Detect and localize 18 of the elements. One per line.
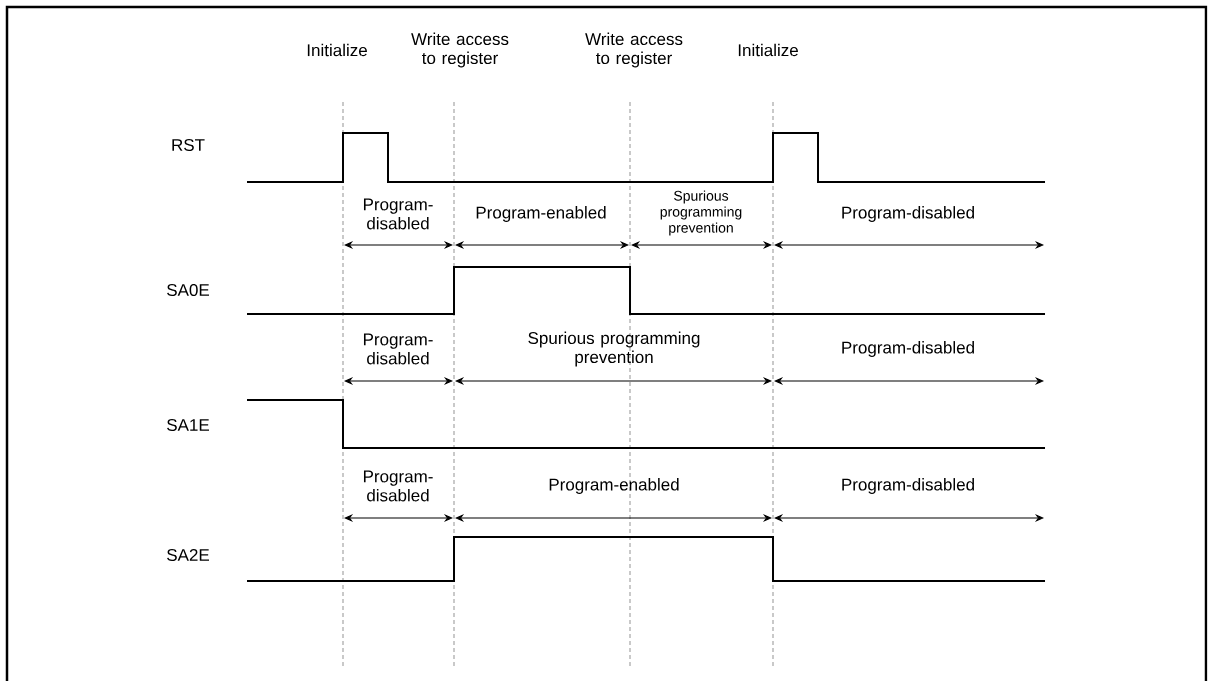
interval-label: Spurious programming prevention bbox=[660, 190, 742, 236]
interval-label: Spurious programming prevention bbox=[528, 331, 700, 367]
interval-label: Program-disabled bbox=[364, 198, 433, 230]
signal-name: SA2E bbox=[167, 549, 209, 562]
event-label: Write access to register bbox=[411, 32, 509, 68]
signal-name: SA1E bbox=[167, 419, 209, 432]
interval-label: Program-disabled bbox=[364, 333, 433, 365]
interval-label: Program-disabled bbox=[842, 341, 974, 357]
interval-label: Program-disabled bbox=[842, 478, 974, 494]
signal-name: RST bbox=[172, 139, 205, 152]
interval-label: Program-enabled bbox=[549, 478, 679, 494]
interval-label: Program-enabled bbox=[476, 206, 606, 222]
interval-label: Program-disabled bbox=[842, 206, 974, 222]
signal-name: SA0E bbox=[167, 284, 209, 297]
event-label: Initialize bbox=[738, 43, 798, 57]
interval-label: Program-disabled bbox=[364, 470, 433, 502]
event-label: Initialize bbox=[307, 43, 367, 57]
event-label: Write access to register bbox=[585, 32, 683, 68]
